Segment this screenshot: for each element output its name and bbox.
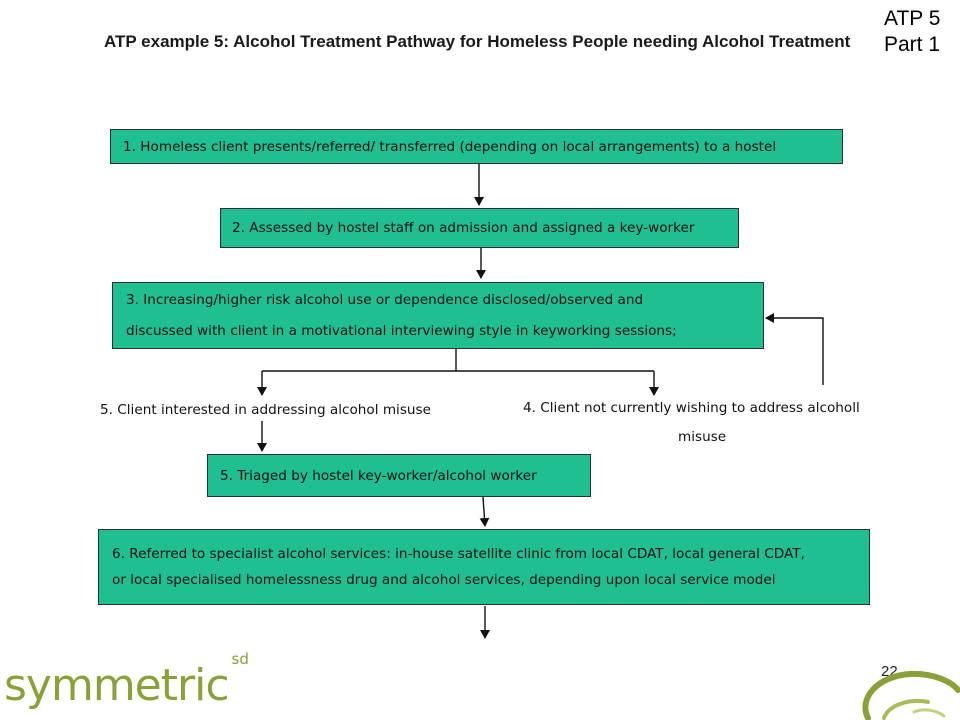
atp-label-line1: ATP 5	[884, 7, 941, 30]
step-2-text: 2. Assessed by hostel staff on admission…	[232, 220, 695, 236]
arrow-triage-to-6	[479, 496, 490, 527]
step-5-triage-text: 5. Triaged by hostel key-worker/alcohol …	[220, 467, 537, 484]
step-4-label-line1: 4. Client not currently wishing to addre…	[523, 400, 860, 416]
page-title: ATP example 5: Alcohol Treatment Pathway…	[104, 32, 851, 51]
step-6-text-line2: or local specialised homelessness drug a…	[112, 572, 776, 588]
step-5-triage-box: 5. Triaged by hostel key-worker/alcohol …	[207, 454, 591, 497]
step-3-text-line2: discussed with client in a motivational …	[126, 322, 677, 339]
swirl-logo-icon	[862, 670, 960, 720]
symmetric-logo: symmetricsd	[4, 650, 249, 711]
loop-back-arrow	[765, 313, 824, 385]
atp-label-line2: Part 1	[884, 33, 941, 56]
step-3-box: 3. Increasing/higher risk alcohol use or…	[112, 282, 764, 349]
step-5-label: 5. Client interested in addressing alcoh…	[100, 402, 431, 418]
step-6-box: 6. Referred to specialist alcohol servic…	[98, 529, 870, 605]
logo-superscript: sd	[231, 650, 249, 669]
logo-text: symmetric	[4, 660, 230, 711]
step-1-text: 1. Homeless client presents/referred/ tr…	[123, 138, 777, 155]
step-2-box: 2. Assessed by hostel staff on admission…	[220, 208, 739, 248]
atp-label: ATP 5 Part 1	[884, 6, 940, 58]
step-1-box: 1. Homeless client presents/referred/ tr…	[110, 129, 843, 164]
step-4-label-line2: misuse	[678, 429, 727, 445]
step-3-text-line1: 3. Increasing/higher risk alcohol use or…	[126, 291, 644, 308]
step-6-text-line1: 6. Referred to specialist alcohol servic…	[112, 546, 805, 562]
